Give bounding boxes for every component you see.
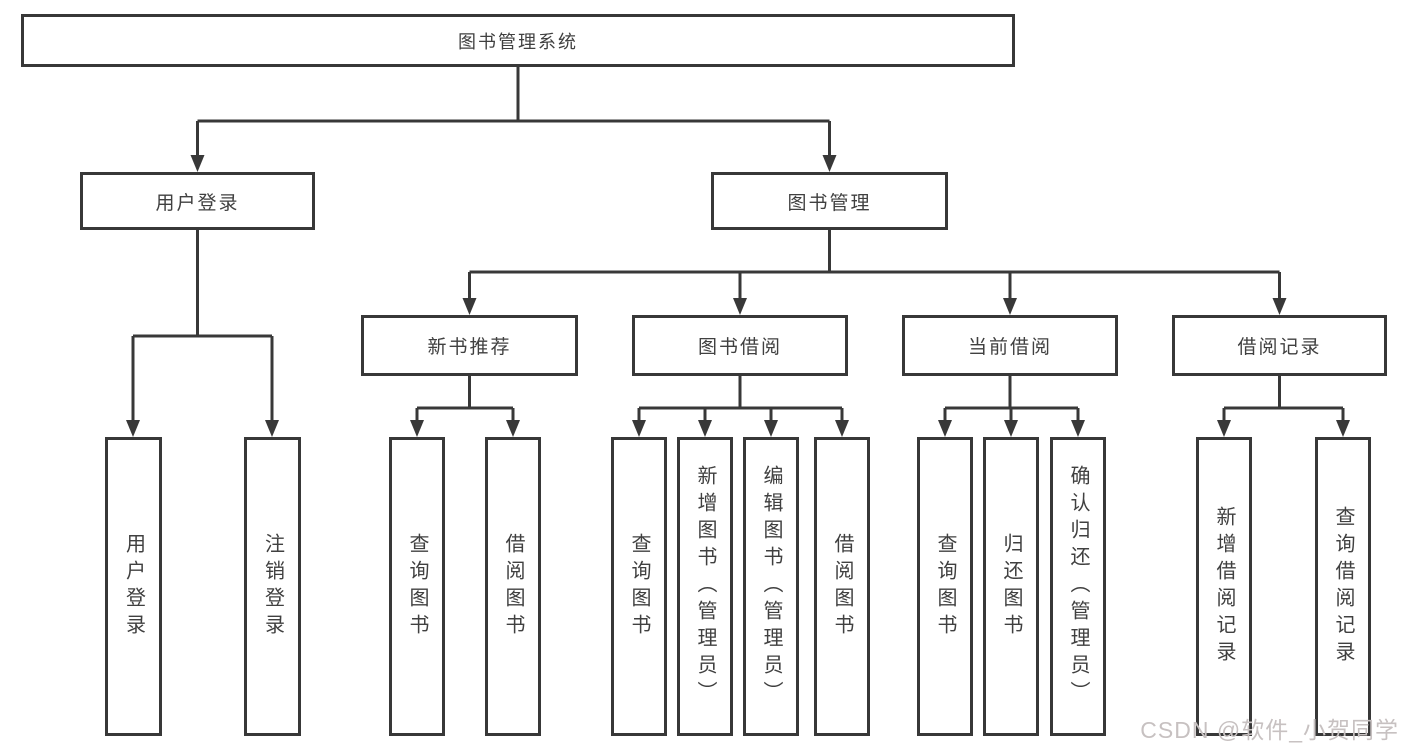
- leaf-label: 归还图书: [1000, 532, 1022, 641]
- node-leaf-add-book-admin: 新增图书（管理员）: [677, 437, 733, 736]
- arrowhead: [265, 420, 279, 437]
- arrowhead: [1336, 420, 1350, 437]
- leaf-label: 新增借阅记录: [1213, 505, 1235, 668]
- node-borrowing-records: 借阅记录: [1172, 315, 1387, 376]
- node-leaf-add-borrow-record: 新增借阅记录: [1196, 437, 1252, 736]
- leaf-label: 新增图书（管理员）: [694, 465, 716, 708]
- arrowhead: [1004, 420, 1018, 437]
- arrowhead: [1272, 298, 1287, 315]
- arrowhead: [1217, 420, 1231, 437]
- node-leaf-confirm-return-admin: 确认归还（管理员）: [1050, 437, 1106, 736]
- node-current-borrowing: 当前借阅: [902, 315, 1118, 376]
- arrowhead: [698, 420, 712, 437]
- arrowhead: [835, 420, 849, 437]
- leaf-label: 注销登录: [261, 532, 284, 641]
- node-new-book-recommend: 新书推荐: [361, 315, 578, 376]
- node-leaf-query-books-1: 查询图书: [389, 437, 445, 736]
- node-root-library-management-system: 图书管理系统: [21, 14, 1015, 67]
- leaf-label: 查询图书: [628, 532, 650, 641]
- node-book-management: 图书管理: [711, 172, 948, 230]
- node-book-borrowing: 图书借阅: [632, 315, 848, 376]
- arrowhead: [462, 298, 477, 315]
- arrowhead: [938, 420, 952, 437]
- node-leaf-query-books-3: 查询图书: [917, 437, 973, 736]
- arrowhead: [822, 155, 837, 172]
- leaf-label: 编辑图书（管理员）: [760, 465, 782, 708]
- csdn-watermark: CSDN @软件_小贺同学: [1140, 717, 1399, 743]
- node-leaf-query-borrow-record: 查询借阅记录: [1315, 437, 1371, 736]
- leaf-label: 借阅图书: [831, 532, 853, 641]
- leaf-label: 查询图书: [406, 532, 428, 641]
- arrowhead: [1003, 298, 1017, 315]
- arrowhead: [1071, 420, 1085, 437]
- node-leaf-logout: 注销登录: [244, 437, 301, 736]
- node-leaf-query-books-2: 查询图书: [611, 437, 667, 736]
- leaf-label: 借阅图书: [502, 532, 524, 641]
- node-user-login: 用户登录: [80, 172, 315, 230]
- arrowhead: [410, 420, 424, 437]
- arrowhead: [764, 420, 778, 437]
- node-leaf-borrow-books-1: 借阅图书: [485, 437, 541, 736]
- node-leaf-borrow-books-2: 借阅图书: [814, 437, 870, 736]
- leaf-label: 确认归还（管理员）: [1067, 465, 1089, 708]
- arrowhead: [733, 298, 747, 315]
- node-leaf-user-login: 用户登录: [105, 437, 162, 736]
- arrowhead: [506, 420, 520, 437]
- arrowhead: [126, 420, 140, 437]
- leaf-label: 查询借阅记录: [1332, 505, 1354, 668]
- arrowhead: [632, 420, 646, 437]
- leaf-label: 查询图书: [934, 532, 956, 641]
- node-leaf-return-book: 归还图书: [983, 437, 1039, 736]
- leaf-label: 用户登录: [122, 532, 145, 641]
- arrowhead: [190, 155, 205, 172]
- node-leaf-edit-book-admin: 编辑图书（管理员）: [743, 437, 799, 736]
